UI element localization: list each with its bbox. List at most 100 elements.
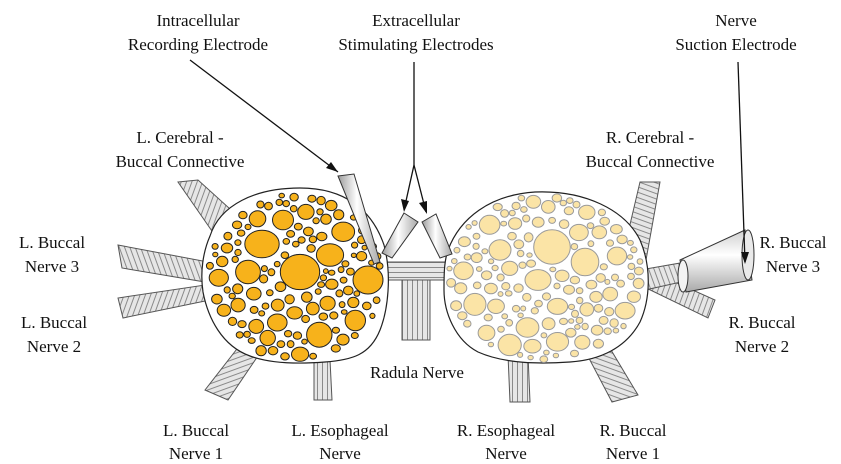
label-suction-1: Nerve [715,11,757,30]
neuron-cell [455,283,467,294]
neuron-cell [587,223,594,229]
neuron-cell [287,307,303,319]
neuron-cell [498,292,503,297]
neuron-cell [571,350,579,357]
neuron-cell [217,256,228,266]
neuron-cell [570,276,579,284]
neuron-cell [524,339,541,353]
neuron-cell [302,315,310,322]
label-l-cbc-1: L. Cerebral - [136,128,224,147]
neuron-cell [464,293,486,315]
neuron-cell [586,280,597,289]
neuron-cell [593,339,603,348]
neuron-cell [600,217,610,225]
neuron-cell [482,249,488,254]
neuron-cell [572,310,579,317]
neuron-cell [447,279,456,288]
neuron-cell [206,262,213,269]
neuron-cell [492,265,498,270]
neuron-cell [613,328,619,333]
label-intracellular-1: Intracellular [156,11,239,30]
neuron-cell [600,264,607,270]
neuron-cell [570,224,589,240]
label-l-bn2-1: L. Buccal [21,313,87,332]
neuron-cell [351,253,356,257]
neuron-cell [217,304,230,316]
neuron-cell [560,318,568,324]
neuron-cell [239,211,247,218]
neuron-cell [224,287,230,293]
neuron-cell [292,347,309,361]
neuron-cell [293,241,300,247]
neuron-cell [287,231,295,238]
extracellular-stimulating-electrodes [382,213,452,258]
neuron-cell [304,227,314,236]
neuron-cell [330,312,338,319]
neuron-cell [464,254,471,260]
neuron-cell [345,310,365,330]
neuron-cell [527,253,532,257]
label-extracellular-2: Stimulating Electrodes [338,35,493,54]
neuron-cell [275,282,286,292]
neuron-cell [488,299,505,313]
label-r-bn1-1: R. Buccal [599,421,666,440]
label-suction-2: Suction Electrode [675,35,796,54]
neuron-cell [508,232,517,240]
neuron-cell [352,242,358,248]
neuron-cell [250,306,258,313]
neuron-cell [524,233,533,242]
neuron-cell [534,230,571,264]
neuron-cell [502,283,510,290]
neuron-cell [321,214,332,224]
neuron-cell [594,304,603,312]
neuron-cell [357,252,367,261]
neuron-cell [502,261,518,275]
neuron-cell [302,292,313,302]
neuron-cell [298,204,314,219]
neuron-cell [484,314,492,321]
l-buccal-nerve-3 [118,245,208,282]
neuron-cell [249,319,264,333]
neuron-cell [274,261,280,266]
neuron-cell [261,266,267,272]
neuron-cell [547,298,567,314]
neuron-cell [498,326,505,332]
neuron-cell [236,332,243,338]
neuron-cell [262,303,269,309]
labels: Intracellular Recording Electrode Extrac… [19,11,827,463]
neuron-cell [466,225,471,230]
neuron-cell [535,300,543,307]
neuron-cell [363,302,372,310]
neuron-cell [256,346,266,356]
neuron-cell [617,235,627,244]
neuron-cell [621,323,626,328]
neuron-cell [514,240,524,249]
neuron-cell [512,202,520,209]
neuron-cell [447,266,452,271]
neuron-cell [320,275,326,281]
neuron-cell [506,320,513,327]
neuron-cell [637,259,643,265]
neuron-cell [631,247,637,253]
neuron-cell [248,338,255,344]
neuron-cell [517,250,524,256]
label-r-bn2-2: Nerve 2 [735,337,789,356]
label-r-cbc-2: Buccal Connective [586,152,715,171]
label-l-bn2-2: Nerve 2 [27,337,81,356]
neuron-cell [577,297,583,303]
neuron-cell [231,298,245,312]
neuron-cell [518,352,523,357]
neuron-cell [555,270,569,281]
neuron-cell [525,270,551,291]
neuron-cell [615,302,635,319]
neuron-cell [285,295,294,304]
neuron-cell [232,256,238,262]
neuron-cell [567,198,574,204]
neuron-cell [481,271,491,280]
neuron-cell [228,317,236,325]
neuron-cell [309,236,316,243]
neuron-cell [599,316,608,324]
label-intracellular-2: Recording Electrode [128,35,268,54]
neuron-cell [344,286,354,295]
neuron-cell [611,225,623,234]
